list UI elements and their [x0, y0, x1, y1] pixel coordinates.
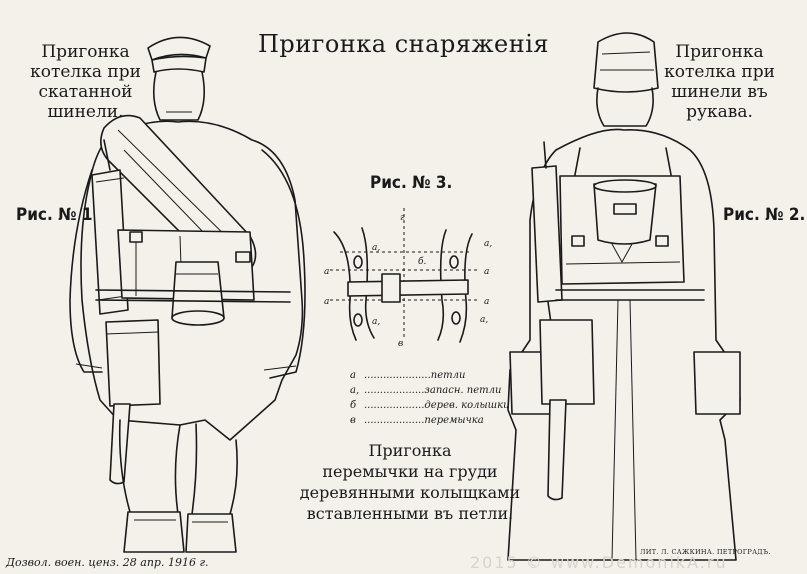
right-caption: Пригонка котелка при шинели въ рукава. [662, 42, 777, 122]
left-caption: Пригонка котелка при скатанной шинели. [28, 42, 143, 122]
marker-a-left-2: а [324, 297, 329, 307]
left-caption-line: котелка при [30, 62, 141, 82]
legend-row: в ................... перемычка [350, 413, 510, 428]
legend-text: дерев. колышки [424, 400, 510, 411]
legend-text: запасн. петли [424, 385, 502, 396]
legend-row: а ..................... петли [350, 368, 510, 383]
marker-a1-bottom-left: а, [372, 317, 380, 327]
legend-row: б ................... дерев. колышки [350, 398, 510, 413]
legend-text: петли [430, 370, 466, 381]
printer-note: ЛИТ. Л. САЖКИНА. ПЕТРОГРАДЪ. [640, 548, 771, 556]
legend-key: а, [350, 385, 360, 396]
figure-3-legend: а ..................... петли а, .......… [350, 368, 510, 428]
page-title: Пригонка снаряженія [257, 30, 550, 58]
legend-key: а [350, 370, 356, 381]
legend-text: перемычка [424, 415, 484, 426]
marker-a1-bottom-right: а, [480, 315, 488, 325]
legend-dots: ................... [364, 385, 425, 396]
figure-1-soldier-illustration [69, 36, 306, 553]
legend-dots: ................... [364, 415, 425, 426]
figure-3-strap-diagram: г в а, а, а а а а б. а, а, [324, 208, 492, 349]
right-caption-line: рукава. [686, 102, 753, 122]
censor-note: Дозвол. воен. ценз. 28 апр. 1916 г. [6, 556, 209, 569]
left-caption-line: скатанной [38, 82, 133, 102]
caption-line: вставленными въ петли. [306, 504, 514, 523]
figure-3-label: Рис. № 3. [370, 173, 453, 193]
figure-2-label: Рис. № 2. [723, 205, 806, 225]
right-caption-line: Пригонка [675, 42, 764, 62]
marker-a-left-1: а [324, 267, 329, 277]
caption-line: деревянными колыщками [299, 483, 521, 502]
figure-2-soldier-illustration [507, 32, 741, 561]
marker-g: г [400, 213, 405, 223]
marker-a-right-2: а [484, 297, 489, 307]
legend-dots: ..................... [364, 370, 431, 381]
marker-a-right-1: а [484, 267, 489, 277]
left-caption-line: Пригонка [41, 42, 130, 62]
legend-dots: ................... [364, 400, 425, 411]
right-caption-line: шинели въ [671, 82, 768, 102]
right-caption-line: котелка при [664, 62, 775, 82]
figure-3-caption: Пригонка перемычки на груди деревянными … [295, 440, 525, 524]
legend-key: б [350, 400, 357, 411]
legend-row: а, ................... запасн. петли [350, 383, 510, 398]
marker-v: в [398, 339, 403, 349]
caption-line: перемычки на груди [322, 462, 498, 481]
marker-a1-top-right: а, [484, 239, 492, 249]
caption-line: Пригонка [368, 441, 452, 460]
left-caption-line: шинели. [47, 102, 124, 122]
marker-b: б. [418, 256, 426, 267]
figure-1-label: Рис. № 1. [16, 205, 99, 225]
marker-a1-top-left: а, [372, 243, 380, 253]
legend-key: в [350, 415, 356, 426]
watermark: 2015 © www.DemonikA.ru [470, 553, 728, 572]
